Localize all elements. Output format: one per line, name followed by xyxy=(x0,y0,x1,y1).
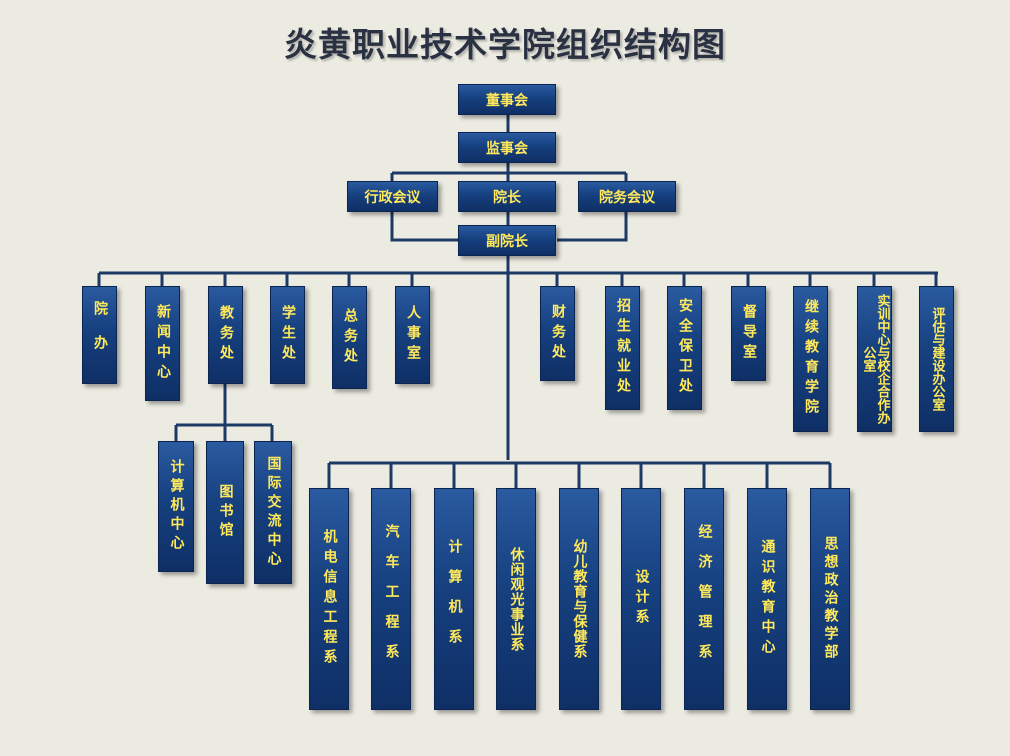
unit-label: 计算机中心 xyxy=(168,459,185,554)
faculty-label: 通识教育中心 xyxy=(759,539,776,659)
dept-box-personnel: 人事室 xyxy=(395,286,430,384)
admin-meeting-box: 行政会议 xyxy=(347,181,438,212)
faculty-box-economics: 经济管理系 xyxy=(684,488,724,710)
dept-box-president-office: 院办 xyxy=(82,286,117,384)
dept-label: 总务处 xyxy=(342,307,358,368)
dept-label: 督导室 xyxy=(741,303,757,364)
dept-label: 安全保卫处 xyxy=(677,298,693,398)
faculty-box-automotive: 汽车工程系 xyxy=(371,488,411,710)
faculty-box-general-education: 通识教育中心 xyxy=(747,488,787,710)
dept-label: 继续教育学院 xyxy=(803,299,819,419)
dept-box-evaluation: 评估与建设办公室 xyxy=(919,286,954,432)
affairs-meeting-box: 院务会议 xyxy=(578,181,676,212)
dept-box-admissions: 招生就业处 xyxy=(605,286,640,410)
faculty-box-design: 设计系 xyxy=(621,488,661,710)
faculty-label: 设计系 xyxy=(633,569,650,629)
vice-president-box: 副院长 xyxy=(458,225,556,256)
faculty-label: 机电信息工程系 xyxy=(321,529,338,669)
dept-box-security: 安全保卫处 xyxy=(667,286,702,410)
dept-label: 招生就业处 xyxy=(615,298,631,398)
faculty-label: 思想政治教学部 xyxy=(822,536,839,662)
faculty-box-ideological-politics: 思想政治教学部 xyxy=(810,488,850,710)
dept-box-continuing-education: 继续教育学院 xyxy=(793,286,828,432)
faculty-label: 幼儿教育与保健系 xyxy=(571,539,588,659)
dept-box-supervision: 督导室 xyxy=(731,286,766,381)
unit-box-international-exchange: 国际交流中心 xyxy=(254,441,292,584)
dept-box-general-affairs: 总务处 xyxy=(332,286,367,389)
dept-box-academic-affairs: 教务处 xyxy=(208,286,243,384)
faculty-label: 计算机系 xyxy=(446,539,463,659)
unit-box-library: 图书馆 xyxy=(206,441,244,584)
dept-label: 财务处 xyxy=(550,303,566,364)
dept-label: 人事室 xyxy=(405,305,421,365)
faculty-box-tourism: 休闲观光事业系 xyxy=(496,488,536,710)
dept-label: 学生处 xyxy=(280,305,296,365)
dept-box-student-affairs: 学生处 xyxy=(270,286,305,384)
dept-box-finance: 财务处 xyxy=(540,286,575,381)
faculty-box-early-childhood: 幼儿教育与保健系 xyxy=(559,488,599,710)
faculty-label: 汽车工程系 xyxy=(383,524,400,674)
dept-label: 教务处 xyxy=(218,305,234,365)
board-box: 董事会 xyxy=(458,84,556,115)
faculty-label: 休闲观光事业系 xyxy=(508,546,525,652)
dept-label: 实训中心与校企合作办公室 xyxy=(860,294,890,424)
dept-label: 新闻中心 xyxy=(155,303,171,384)
unit-box-computer-center: 计算机中心 xyxy=(158,441,194,572)
president-box: 院长 xyxy=(458,181,556,212)
page-title: 炎黄职业技术学院组织结构图 xyxy=(284,25,726,64)
faculty-box-electromechanical: 机电信息工程系 xyxy=(309,488,349,710)
dept-box-news-center: 新闻中心 xyxy=(145,286,180,401)
dept-label: 院办 xyxy=(92,301,108,369)
dept-box-training-center: 实训中心与校企合作办公室 xyxy=(857,286,892,432)
faculty-box-computer: 计算机系 xyxy=(434,488,474,710)
supervisors-box: 监事会 xyxy=(458,132,556,163)
faculty-label: 经济管理系 xyxy=(696,524,713,674)
unit-label: 国际交流中心 xyxy=(265,455,282,570)
dept-label: 评估与建设办公室 xyxy=(929,307,945,411)
unit-label: 图书馆 xyxy=(217,484,234,541)
